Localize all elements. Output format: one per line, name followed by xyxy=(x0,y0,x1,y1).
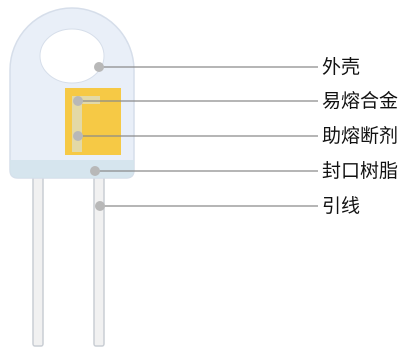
leader-lines xyxy=(73,62,318,211)
lead-wires xyxy=(32,175,105,347)
leader-dot-sealing-resin xyxy=(90,166,100,176)
label-sealing-resin: 封口树脂 xyxy=(322,160,399,182)
leader-dot-flux xyxy=(73,131,83,141)
leader-dot-housing xyxy=(94,62,104,72)
left-lead-wire xyxy=(32,175,44,347)
mounting-hole xyxy=(39,28,105,84)
sealing-resin xyxy=(10,160,134,178)
label-lead-wire: 引线 xyxy=(322,195,361,217)
leader-dot-lead-wire xyxy=(95,201,105,211)
label-flux: 助熔断剂 xyxy=(322,125,399,147)
label-housing: 外壳 xyxy=(322,56,361,78)
leader-dot-fusible-alloy xyxy=(73,96,83,106)
label-fusible-alloy: 易熔合金 xyxy=(322,90,399,112)
